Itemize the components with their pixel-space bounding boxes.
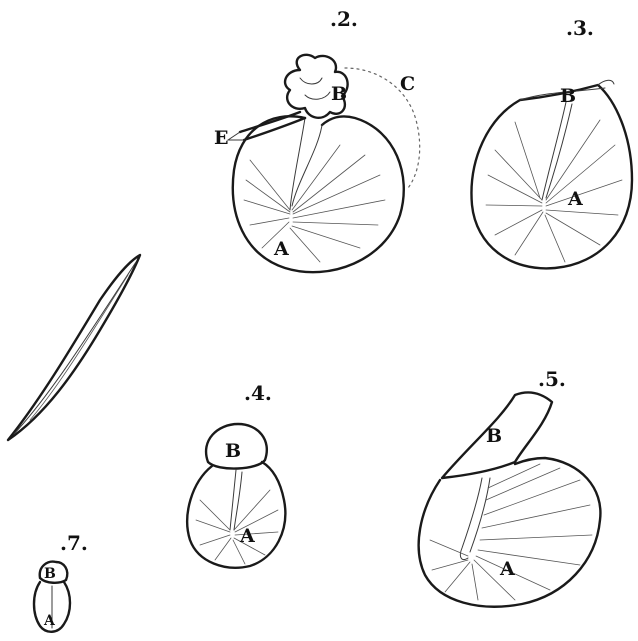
figure-3-label-b: B <box>560 85 576 107</box>
figure-7-number: .7. <box>60 531 88 555</box>
figure-3: .3. B A <box>471 16 632 268</box>
figure-2-striations <box>244 145 385 262</box>
figure-5-seed-body <box>419 458 601 607</box>
figure-7: .7. B A <box>34 531 88 632</box>
figure-5-number: .5. <box>538 367 566 391</box>
figure-4: .4. B A <box>187 381 285 568</box>
figure-4-label-b: B <box>225 440 241 462</box>
leaf-blade <box>8 255 140 440</box>
figure-3-number: .3. <box>566 16 594 40</box>
figure-2-label-a: A <box>273 238 289 260</box>
figure-7-label-a: A <box>43 613 56 629</box>
figure-4-groove <box>230 470 242 530</box>
figure-2-radicle-tip <box>228 132 244 140</box>
figure-4-striations <box>196 490 278 564</box>
leaf-blade-outline <box>8 255 140 440</box>
figure-5: .5. B A <box>419 367 601 607</box>
figure-2-groove <box>290 118 322 210</box>
figure-2-label-c: C <box>400 73 415 95</box>
figure-5-groove <box>460 478 490 560</box>
figure-3-striations <box>486 120 622 262</box>
figure-5-label-b: B <box>486 425 502 447</box>
figure-4-number: .4. <box>244 381 272 405</box>
figure-3-label-a: A <box>567 188 583 210</box>
figure-2-label-e: E <box>214 127 228 149</box>
figure-2-label-b: B <box>331 83 347 105</box>
figure-2-number: .2. <box>330 7 358 31</box>
figure-4-label-a: A <box>239 525 255 547</box>
figure-3-seed-body <box>471 85 632 268</box>
figure-7-label-b: B <box>44 566 56 582</box>
figure-2-embryo-detail <box>300 78 330 99</box>
figure-2: .2. A B C E <box>214 7 420 272</box>
figure-5-label-a: A <box>499 558 515 580</box>
